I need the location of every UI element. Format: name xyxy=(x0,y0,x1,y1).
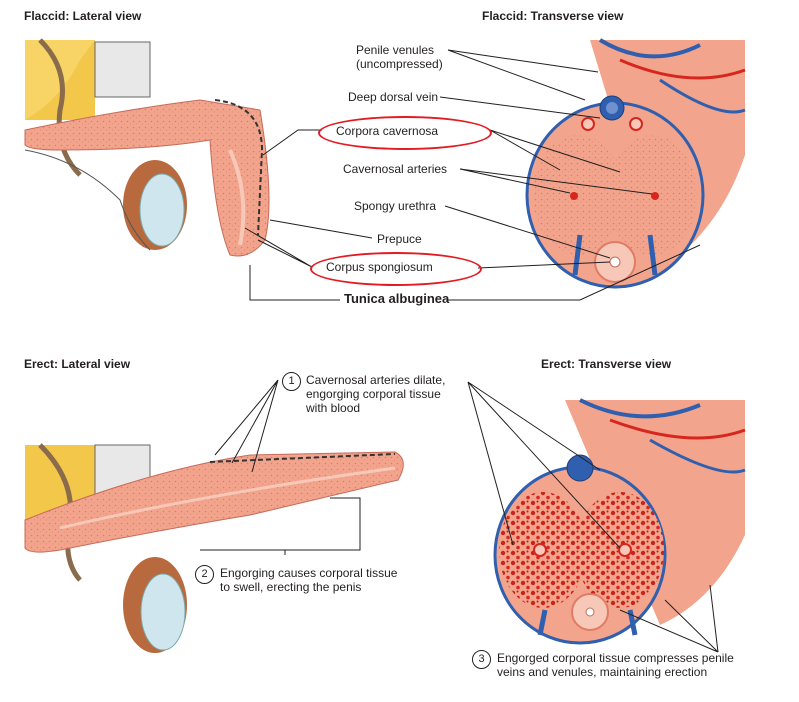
flaccid-lateral-title: Flaccid: Lateral view xyxy=(24,9,142,23)
step-3-number: 3 xyxy=(472,650,491,669)
highlight-corpus-spongiosum xyxy=(310,252,482,286)
cavernosal-artery-left xyxy=(570,192,578,200)
erect-transverse-illustration xyxy=(493,398,746,645)
step-2-text: Engorging causes corporal tissue to swel… xyxy=(220,566,398,594)
step-1-number: 1 xyxy=(282,372,301,391)
label-prepuce: Prepuce xyxy=(377,232,422,246)
label-corpora-cavernosa: Corpora cavernosa xyxy=(336,124,439,138)
spermatic-cord xyxy=(38,38,82,177)
erect-lateral-title: Erect: Lateral view xyxy=(24,357,131,371)
vein-surface xyxy=(598,38,701,59)
label-tunica-albuginea: Tunica albuginea xyxy=(344,291,450,306)
testis xyxy=(140,573,186,651)
urethra-line xyxy=(228,149,246,246)
erect-penis-body xyxy=(24,451,404,553)
erect-lateral-illustration xyxy=(24,443,404,653)
label-deep-dorsal-vein: Deep dorsal vein xyxy=(348,90,439,104)
body-outline xyxy=(24,149,151,251)
testis xyxy=(139,173,185,247)
leader-lines xyxy=(200,49,719,653)
dorsal-artery-right xyxy=(629,117,643,131)
pubic-bone xyxy=(94,41,151,98)
label-corpus-spongiosum: Corpus spongiosum xyxy=(326,260,433,274)
urethra-line xyxy=(59,466,396,530)
label-spongy-urethra: Spongy urethra xyxy=(354,199,437,213)
cavernosal-artery-right xyxy=(618,543,632,557)
flaccid-lateral-illustration xyxy=(24,38,270,257)
highlight-corpora-cavernosa xyxy=(318,116,492,150)
label-uncompressed: (uncompressed) xyxy=(356,57,443,71)
erect-transverse-title: Erect: Transverse view xyxy=(541,357,672,371)
tunica-dashes xyxy=(214,99,264,236)
step-1-text: Cavernosal arteries dilate, engorging co… xyxy=(306,373,446,415)
dorsal-artery-left xyxy=(581,117,595,131)
label-penile-venules: Penile venules xyxy=(356,43,435,57)
deep-dorsal-vein xyxy=(566,454,594,482)
artery-surface xyxy=(619,58,746,80)
vein-surface-2 xyxy=(659,78,746,114)
cavernosal-artery-left xyxy=(533,543,547,557)
cavernosal-artery-right xyxy=(651,192,659,200)
flaccid-transverse-title: Flaccid: Transverse view xyxy=(482,9,624,23)
flaccid-transverse-illustration xyxy=(525,38,746,289)
label-cavernosal-arteries: Cavernosal arteries xyxy=(343,162,448,176)
corpus-cavernosum-left xyxy=(533,135,623,255)
step-3-text: Engorged corporal tissue compresses peni… xyxy=(497,651,734,679)
step-2-number: 2 xyxy=(195,565,214,584)
tunica-dashes xyxy=(209,453,396,463)
venules xyxy=(572,234,658,276)
flaccid-penis-body xyxy=(24,99,270,257)
spongy-urethra xyxy=(609,256,621,268)
